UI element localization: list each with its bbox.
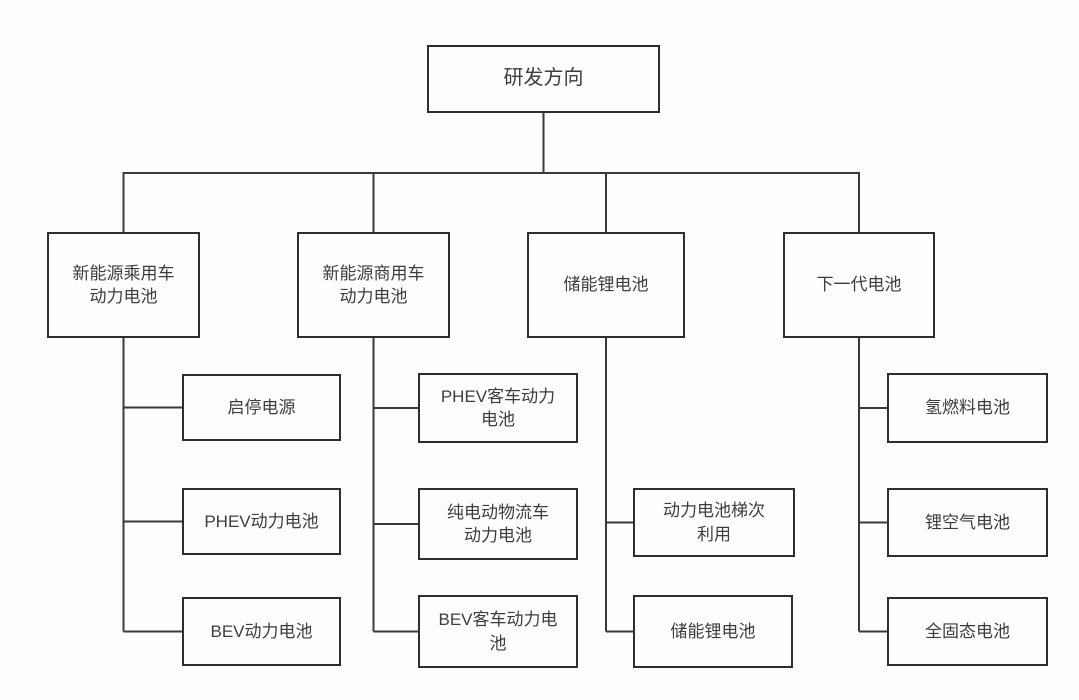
node-leaf-solid-state-battery: 全固态电池 <box>887 597 1048 666</box>
node-leaf-hydrogen-fuel-cell: 氢燃料电池 <box>887 373 1048 443</box>
node-root-rd-direction: 研发方向 <box>427 45 660 113</box>
node-branch-next-gen-battery: 下一代电池 <box>783 232 935 338</box>
node-leaf-phev-battery: PHEV动力电池 <box>182 488 341 555</box>
node-leaf-bev-battery: BEV动力电池 <box>182 597 341 666</box>
node-branch-storage-li-battery: 储能锂电池 <box>527 232 685 338</box>
node-leaf-phev-bus-battery: PHEV客车动力 电池 <box>418 373 578 443</box>
node-leaf-ev-logistics-battery: 纯电动物流车 动力电池 <box>418 488 578 560</box>
node-leaf-lithium-air-battery: 锂空气电池 <box>887 488 1048 557</box>
node-leaf-start-stop-power: 启停电源 <box>182 374 341 441</box>
node-leaf-bev-bus-battery: BEV客车动力电 池 <box>418 595 578 668</box>
node-branch-passenger-ev-battery: 新能源乘用车 动力电池 <box>47 232 200 338</box>
node-leaf-battery-echelon-use: 动力电池梯次 利用 <box>633 488 795 557</box>
node-branch-commercial-ev-battery: 新能源商用车 动力电池 <box>297 232 450 338</box>
node-leaf-storage-li-battery: 储能锂电池 <box>633 595 793 668</box>
